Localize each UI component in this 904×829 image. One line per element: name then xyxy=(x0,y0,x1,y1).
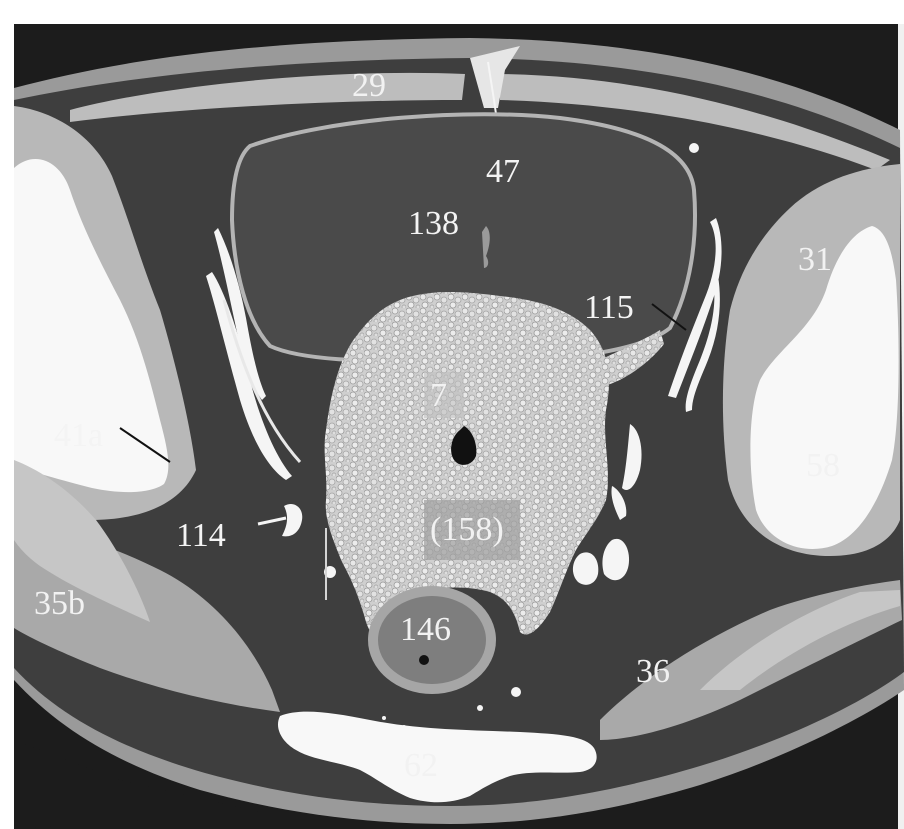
label-115: 115 xyxy=(584,289,634,326)
vessel-dot-5 xyxy=(382,716,386,720)
label-58: 58 xyxy=(806,447,840,484)
vessel-dot-1 xyxy=(689,143,699,153)
label-29: 29 xyxy=(352,67,386,104)
label-158: (158) xyxy=(430,511,504,548)
label-7: 7 xyxy=(430,377,447,414)
vessel-dot-3 xyxy=(477,705,483,711)
label-47: 47 xyxy=(486,153,520,190)
rectum-lumen xyxy=(419,655,429,665)
label-138: 138 xyxy=(408,205,459,242)
label-35b: 35b xyxy=(34,585,85,622)
vessel-dot-2 xyxy=(511,687,521,697)
label-146: 146 xyxy=(400,611,451,648)
label-36: 36 xyxy=(636,653,670,690)
label-62: 62 xyxy=(404,747,438,784)
label-114: 114 xyxy=(176,517,226,554)
label-41a: 41a xyxy=(54,417,103,454)
label-31: 31 xyxy=(798,241,832,278)
